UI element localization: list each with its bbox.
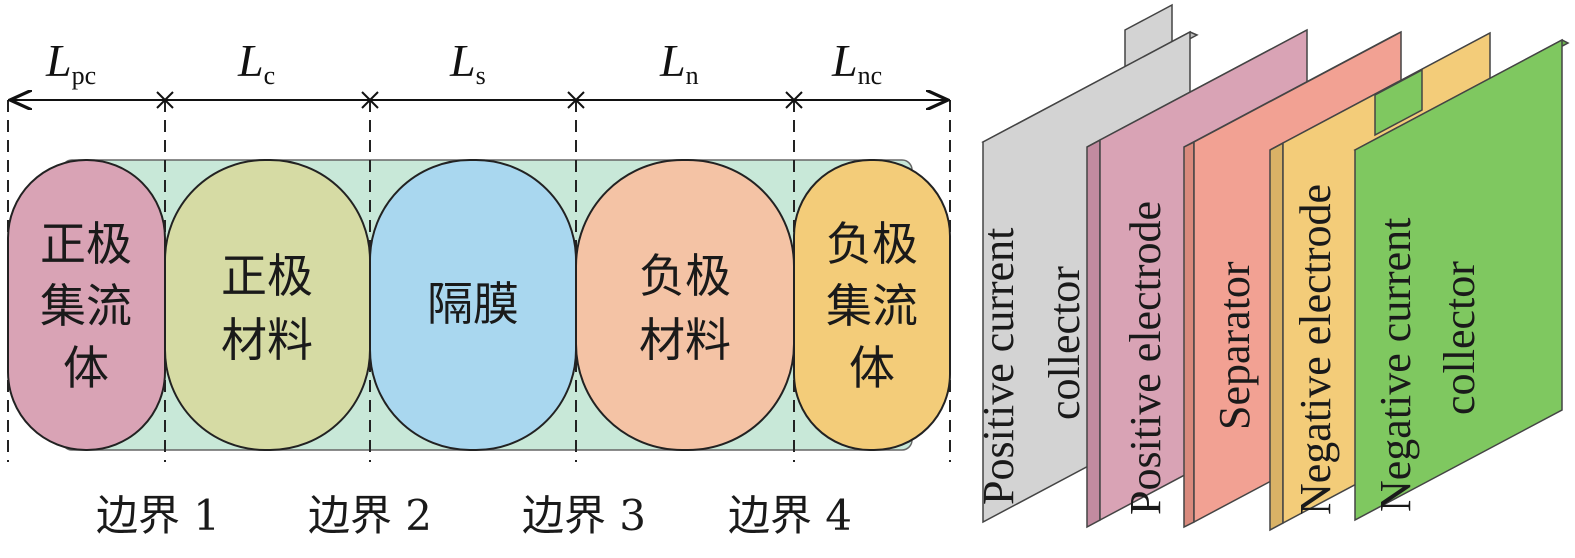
- dim-label-ln: Ln: [659, 35, 699, 90]
- boundary-labels: 边界 1 边界 2 边界 3 边界 4: [96, 491, 852, 540]
- layer-label-1-line-2: collector: [1040, 266, 1089, 420]
- region-label-4-line-2: 材料: [639, 313, 731, 367]
- boundary-label-4: 边界 4: [728, 491, 852, 540]
- exploded-layer-panel: Positive current collector Positive elec…: [974, 3, 1570, 532]
- region-label-1-line-3: 体: [63, 341, 109, 395]
- layer-5-face: [1354, 38, 1563, 522]
- layer-labels: Positive current collector Positive elec…: [974, 184, 1484, 515]
- region-negative-material: [575, 159, 795, 451]
- region-label-5-line-1: 负极: [826, 217, 918, 271]
- dimension-ticks: [156, 91, 803, 109]
- layer-label-4-line-1: Negative electrode: [1291, 184, 1340, 515]
- region-label-5-line-3: 体: [849, 341, 895, 395]
- layer-4-side: [1269, 141, 1284, 532]
- layer-5-tab: [1374, 68, 1423, 137]
- region-positive-material: [164, 159, 371, 451]
- layer-negative-current-collector: [1353, 38, 1570, 522]
- tick-cross-4: [785, 91, 803, 109]
- region-label-1-line-1: 正极: [40, 217, 132, 271]
- layer-3-side: [1183, 140, 1195, 529]
- dim-label-lc: Lc: [237, 35, 275, 90]
- dim-label-lpc: Lpc: [45, 35, 96, 90]
- cross-section-panel: Lpc Lc Ls Ln Lnc 正极 集流 体 正极 材料 隔膜 负极 材料 …: [7, 35, 951, 540]
- region-label-4-line-1: 负极: [639, 249, 731, 303]
- boundary-label-3: 边界 3: [522, 491, 646, 540]
- layer-label-1-line-1: Positive current: [974, 228, 1023, 505]
- region-label-2-line-1: 正极: [221, 249, 313, 303]
- tick-cross-2: [361, 91, 379, 109]
- region-label-2-line-2: 材料: [221, 313, 313, 367]
- region-labels: 正极 集流 体 正极 材料 隔膜 负极 材料 负极 集流 体: [40, 217, 918, 395]
- layer-label-2-line-1: Positive electrode: [1121, 201, 1170, 515]
- boundary-label-2: 边界 2: [308, 491, 432, 540]
- layer-label-5-line-1: Negative current: [1371, 218, 1420, 512]
- tick-cross-1: [156, 91, 174, 109]
- region-label-3-line-1: 隔膜: [427, 277, 519, 331]
- region-label-5-line-2: 集流: [826, 279, 918, 333]
- layer-label-5-line-2: collector: [1435, 261, 1484, 415]
- region-negative-current-collector: [793, 159, 951, 451]
- region-label-1-line-2: 集流: [40, 279, 132, 333]
- tick-cross-3: [567, 91, 585, 109]
- layer-label-3-line-1: Separator: [1210, 261, 1259, 430]
- dim-label-ls: Ls: [449, 35, 486, 90]
- boundary-label-1: 边界 1: [96, 491, 220, 540]
- dim-label-lnc: Lnc: [831, 35, 882, 90]
- dimension-labels: Lpc Lc Ls Ln Lnc: [45, 35, 882, 90]
- regions: [7, 159, 951, 451]
